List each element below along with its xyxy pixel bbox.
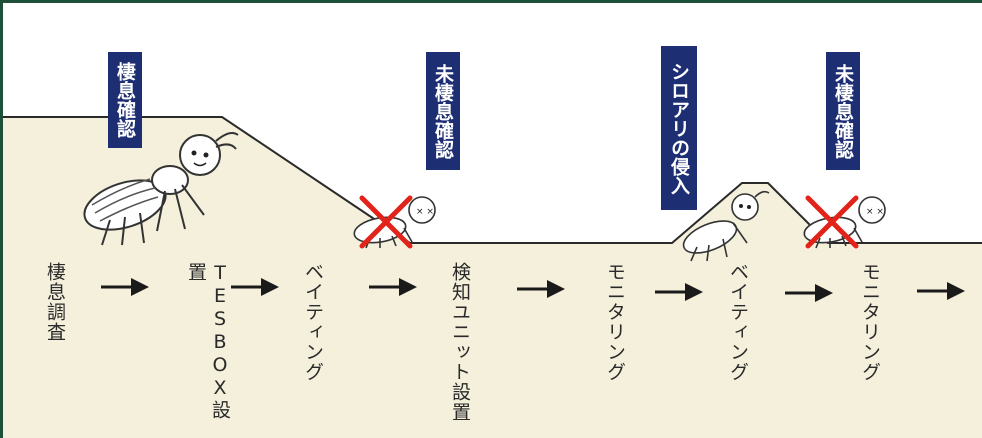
right-arrow-icon bbox=[517, 280, 565, 298]
termite-icon bbox=[83, 132, 239, 246]
badge-not-inhabited-2: 未棲息確認 bbox=[826, 52, 860, 170]
termite-crossed-icon: × × bbox=[803, 195, 886, 249]
badge-termite-intrusion: シロアリの侵入 bbox=[661, 46, 697, 210]
right-arrow-icon bbox=[917, 282, 965, 300]
termite-icon bbox=[682, 190, 770, 262]
termite-crossed-icon: × × bbox=[353, 195, 436, 249]
svg-text:× ×: × × bbox=[416, 207, 434, 217]
step-detector-install: 検知ユニット設置 bbox=[449, 262, 471, 422]
svg-text:× ×: × × bbox=[866, 207, 884, 217]
step-habitat-survey: 棲息調査 bbox=[44, 262, 66, 342]
step-monitoring-1: モニタリング bbox=[604, 262, 626, 382]
right-arrow-icon bbox=[785, 284, 833, 302]
right-arrow-icon bbox=[101, 278, 149, 296]
right-arrow-icon bbox=[231, 278, 279, 296]
step-baiting-2: ベイティング bbox=[727, 262, 749, 382]
right-arrow-icon bbox=[655, 283, 703, 301]
right-arrow-icon bbox=[369, 278, 417, 296]
badge-inhabited-confirmed: 棲息確認 bbox=[108, 52, 142, 148]
step-monitoring-2: モニタリング bbox=[859, 262, 881, 382]
badge-not-inhabited-1: 未棲息確認 bbox=[426, 52, 460, 170]
step-baiting-1: ベイティング bbox=[302, 262, 324, 382]
step-tesbox-install: TESBOX設置 bbox=[185, 262, 231, 420]
